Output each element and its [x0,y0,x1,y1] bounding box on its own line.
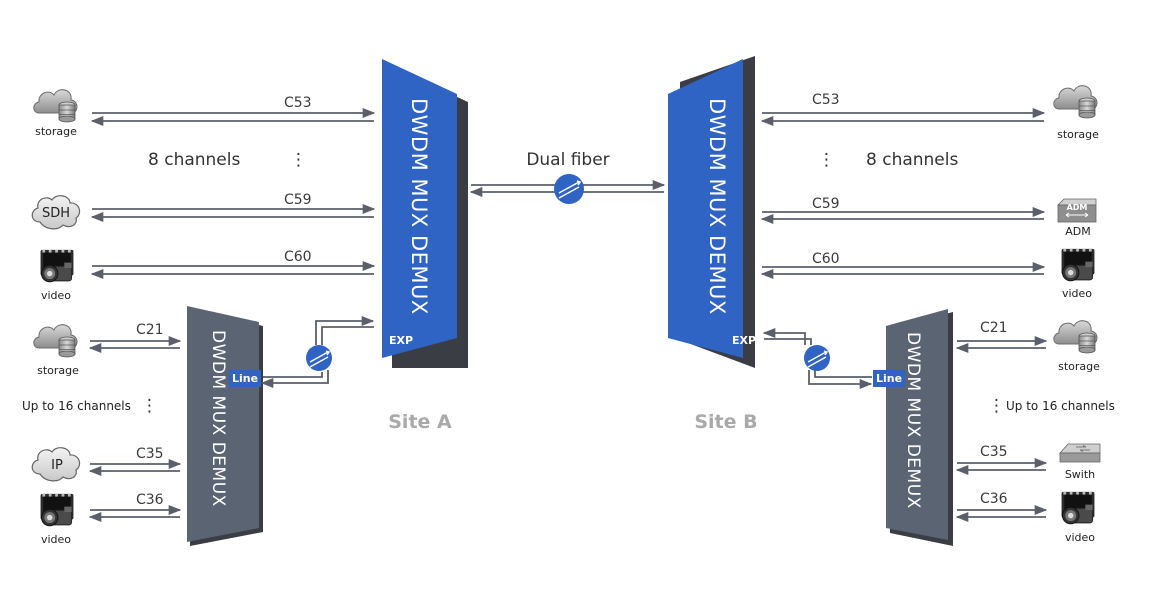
site-a-channel-label-c59: C59 [284,192,312,208]
site-a-c36-device: video [41,533,71,546]
site-b-c36-device: video [1065,531,1095,544]
site-a-channel-label-c35: C35 [136,446,164,462]
site-b-channel-label-c35: C35 [980,444,1008,460]
site-b-label: Site B [694,411,757,433]
site-b-exp-out [764,338,812,345]
site-a-c35-device: IP [51,458,63,473]
site-b-storage-icon [1053,85,1098,119]
site-b-line-port [873,370,905,387]
site-b-channel-count: 8 channels [866,150,958,170]
site-b-sub-channel-count: Up to 16 channels [1006,399,1115,413]
site-b-exp-in [762,327,806,345]
sdh-cloud-icon [31,195,81,230]
site-b-channel-label-c21: C21 [980,320,1008,336]
site-a-line-port-label: Line [232,372,258,385]
site-a-ellipsis: ⋮ [290,150,307,170]
site-b-sub-mux[interactable] [886,309,948,540]
site-a-exp-port: EXP [389,334,413,347]
site-a-video-icon-2 [40,493,74,527]
site-a-sub-ellipsis: ⋮ [141,396,158,416]
switch-icon [1059,443,1101,463]
site-b-c60-device: video [1062,287,1092,300]
site-a-sub-mux[interactable] [187,306,259,542]
site-a-storage-icon [33,89,78,123]
site-a-exp-out [315,315,375,345]
site-b-main-mux[interactable] [668,59,743,358]
site-b-line-port-label: Line [876,372,902,385]
site-b-video-icon-2 [1061,491,1095,525]
adm-icon-text: ADM [1067,203,1088,212]
site-a-storage-icon-2 [33,324,78,358]
site-a-line-out [263,372,323,378]
site-a-main-mux[interactable] [382,59,457,358]
site-b-c53-device: storage [1057,128,1099,141]
site-a-video-icon [40,249,74,283]
site-a-c53-device: storage [35,125,77,138]
site-b-exp-port: EXP [732,334,756,347]
site-b-c21-device: storage [1058,360,1100,373]
site-b-ellipsis: ⋮ [818,150,835,170]
site-a-sub-channel-count: Up to 16 channels [22,399,131,413]
site-b-video-icon [1061,248,1095,282]
site-b-channel-label-c59: C59 [812,196,840,212]
site-a-c60-device: video [41,289,71,302]
site-b-line-in [808,370,873,390]
site-a-line-port [229,370,261,387]
site-b-channel-label-c36: C36 [980,491,1008,507]
site-a-channel-label-c53: C53 [284,95,312,111]
site-b-main-mux-label: DWDM MUX DEMUX [705,98,729,315]
site-b-channel-label-c53: C53 [812,92,840,108]
site-a-exp-in [321,326,374,345]
ip-cloud-icon [31,447,81,482]
site-a-channel-label-c21: C21 [136,322,164,338]
site-a-main-mux-label: DWDM MUX DEMUX [407,98,431,315]
site-b-c35-device: Swith [1065,468,1095,481]
site-b-sub-ellipsis: ⋮ [988,396,1005,416]
site-a-sub-mux-label: DWDM MUX DEMUX [208,330,228,507]
site-b-sub-mux-label: DWDM MUX DEMUX [903,332,923,509]
site-b-coupler-icon [804,345,830,371]
site-a-c21-device: storage [37,364,79,377]
site-b-channel-label-c60: C60 [812,251,840,267]
site-a-channel-label-c60: C60 [284,249,312,265]
site-a-coupler-icon [306,345,332,371]
site-a-label: Site A [388,411,452,433]
dual-fiber-label: Dual fiber [526,150,609,170]
site-b-c59-device: ADM [1065,225,1091,238]
adm-icon: ADM [1057,198,1097,223]
site-a-line-in [260,370,329,389]
site-a-channel-label-c36: C36 [136,492,164,508]
site-a-channel-count: 8 channels [148,150,240,170]
site-a-c59-device: SDH [42,206,70,221]
site-b-line-out [814,370,872,378]
site-b-storage-icon-2 [1053,320,1098,354]
dual-fiber-coupler-icon [554,174,584,204]
